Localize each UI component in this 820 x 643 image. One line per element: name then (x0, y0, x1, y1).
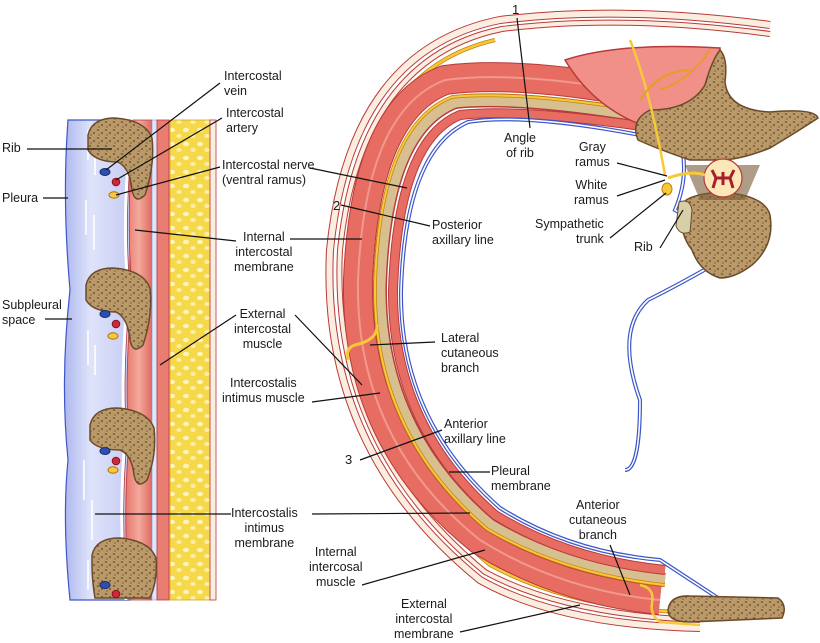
sternum-bone (667, 595, 785, 623)
leader-lines (27, 17, 684, 633)
label-intercostalis-intimus-membrane: Intercostalis intimus membrane (231, 506, 298, 550)
label-lateral-cutaneous-branch: Lateral cutaneous branch (441, 331, 499, 375)
skin-layer (209, 119, 217, 601)
label-anterior-cutaneous-branch: Anterior cutaneous branch (569, 498, 627, 542)
label-intercostal-vein: Intercostal vein (224, 69, 282, 98)
anterior-cutaneous-branch-nerve (639, 583, 701, 627)
label-marker-1: 1 (512, 2, 520, 17)
rib-bone (91, 537, 158, 599)
label-internal-intercostal-membrane: Internal intercostal membrane (234, 230, 294, 274)
label-intercostal-artery: Intercostal artery (226, 106, 284, 135)
label-sympathetic-trunk: Sympathetic trunk (535, 217, 604, 246)
label-white-ramus: White ramus (574, 178, 609, 207)
rib-bone (85, 267, 152, 350)
lateral-cutaneous-branch-nerve (345, 324, 379, 361)
label-marker-3: 3 (345, 452, 353, 467)
fascia-layer (151, 119, 158, 601)
label-pleural-membrane: Pleural membrane (491, 464, 551, 493)
label-external-intercostal-muscle: External intercostal muscle (234, 307, 291, 351)
subcutaneous-fat-layer (169, 119, 211, 601)
internal-intercostal-membrane-layer (120, 139, 132, 601)
sympathetic-trunk-ganglion (628, 39, 711, 196)
label-rib-right: Rib (634, 240, 653, 254)
label-internal-intercostal-muscle: Internal intercosal muscle (309, 545, 363, 589)
label-intercostalis-intimus-muscle: Intercostalis intimus muscle (222, 376, 305, 405)
label-rib-left: Rib (2, 141, 21, 155)
rib-bone (89, 407, 156, 485)
pleura-layer (63, 119, 131, 601)
label-intercostal-nerve: Intercostal nerve (ventral ramus) (222, 158, 315, 187)
spinal-cord (703, 158, 743, 198)
neurovascular-bundle (99, 168, 121, 599)
label-subpleural-space: Subpleural space (2, 298, 62, 327)
left-panel-section (63, 117, 217, 601)
label-posterior-axillary-line: Posterior axillary line (432, 218, 494, 247)
label-external-intercostal-membrane: External intercostal membrane (394, 597, 454, 641)
external-intercostal-muscle-layer (156, 119, 170, 601)
label-gray-ramus: Gray ramus (575, 140, 610, 169)
label-angle-of-rib: Angle of rib (504, 131, 536, 160)
right-panel-section (325, 9, 819, 632)
label-pleura: Pleura (2, 191, 39, 205)
label-marker-2: 2 (333, 198, 341, 213)
label-anterior-axillary-line: Anterior axillary line (444, 417, 506, 446)
rib-head-bone (675, 200, 693, 234)
